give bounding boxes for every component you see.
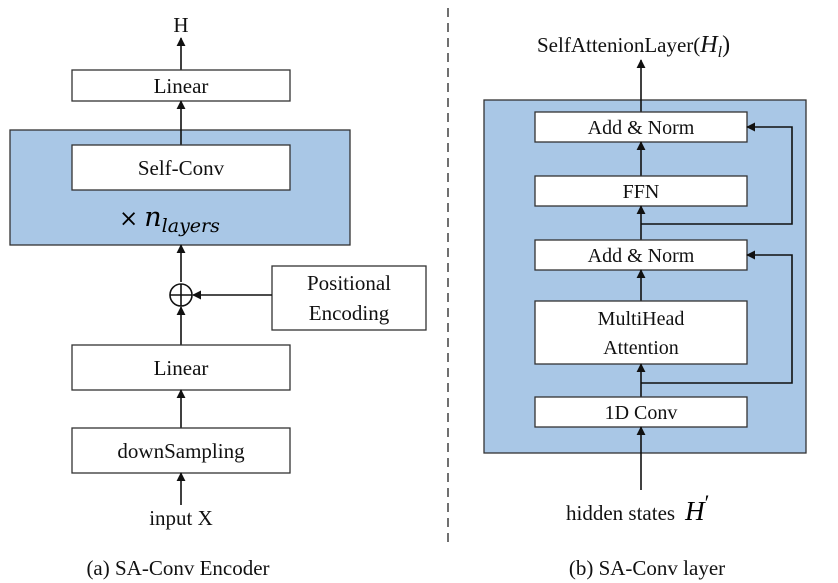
encoder-output-label: H (173, 13, 188, 37)
self-conv-box (71, 144, 291, 191)
ffn-box (534, 175, 748, 207)
positional-line1: Positional (307, 271, 391, 295)
encoder-top-linear-label: Linear (154, 74, 209, 98)
encoder-caption: (a) SA-Conv Encoder (86, 556, 269, 580)
downsampling-box (71, 427, 291, 474)
repeat-count-label: ×nlayers (119, 202, 220, 237)
add-norm-top-label: Add & Norm (588, 117, 695, 139)
positional-encoding-box (271, 265, 427, 331)
residual-connection-bottom (641, 250, 793, 384)
ffn-label: FFN (623, 181, 660, 203)
self-conv-label: Self-Conv (138, 156, 225, 180)
mha-line1: MultiHead (598, 308, 685, 330)
encoder-diagram: H Linear Self-Conv ×nlayers Positional E… (9, 13, 427, 580)
positional-line2: Encoding (309, 301, 390, 325)
layer-diagram: SelfAttenionLayer(Hl) Add & Norm FFN Add… (483, 32, 807, 580)
add-norm-top-box (534, 111, 748, 143)
downsampling-label: downSampling (117, 439, 245, 463)
residual-connection-top (641, 122, 793, 225)
encoder-bottom-linear-label: Linear (154, 356, 209, 380)
encoder-input-label: input X (149, 506, 213, 530)
add-norm-bottom-label: Add & Norm (588, 245, 695, 267)
layer-caption: (b) SA-Conv layer (569, 556, 725, 580)
mha-line2: Attention (603, 337, 679, 359)
conv-1d-label: 1D Conv (605, 402, 678, 424)
conv-1d-box (534, 396, 748, 428)
layer-output-label: SelfAttenionLayer(Hl) (537, 32, 730, 61)
encoder-top-linear-box (71, 69, 291, 102)
multihead-attention-box (534, 300, 748, 365)
